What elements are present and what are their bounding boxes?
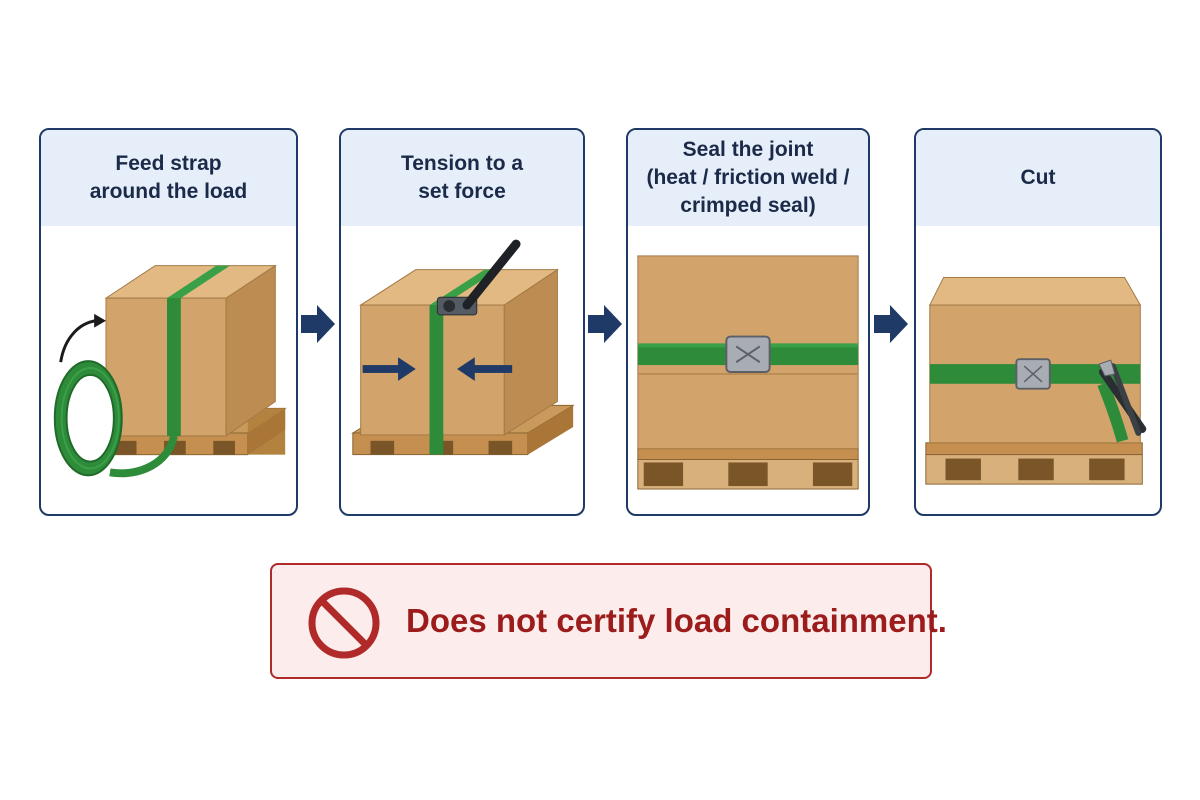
flow-arrow-icon: [301, 305, 335, 343]
step-illustration: [41, 226, 296, 514]
warning-text: Does not certify load containment.: [406, 602, 947, 639]
cutter-icon: [925, 277, 1147, 485]
step-panel-cut: Cut: [914, 128, 1162, 516]
step-title: Feed strap around the load: [89, 152, 248, 203]
strap-coil-feed-icon: [53, 264, 287, 478]
tensioner-tool-icon: [351, 239, 575, 456]
warning-banner: Does not certify load containment.: [270, 563, 947, 679]
step-header: Feed strap around the load: [41, 130, 296, 226]
seal-clip-icon: [637, 255, 859, 490]
step-title: Cut: [1020, 166, 1056, 189]
flow-arrow-icon: [874, 305, 908, 343]
step-panel-feed: Feed strap around the load: [39, 128, 298, 516]
prohibited-icon: [306, 585, 382, 661]
step-header: Seal the joint (heat / friction weld / c…: [628, 130, 868, 226]
step-header: Tension to a set force: [341, 130, 583, 226]
flow-arrow-icon: [588, 305, 622, 343]
step-illustration: [916, 226, 1160, 514]
step-title: Tension to a set force: [400, 152, 524, 203]
step-illustration: [341, 226, 583, 514]
step-panel-tension: Tension to a set force: [339, 128, 585, 516]
step-illustration: [628, 226, 868, 514]
step-title: Seal the joint (heat / friction weld / c…: [646, 138, 850, 217]
step-panel-seal: Seal the joint (heat / friction weld / c…: [626, 128, 870, 516]
step-header: Cut: [916, 130, 1160, 226]
